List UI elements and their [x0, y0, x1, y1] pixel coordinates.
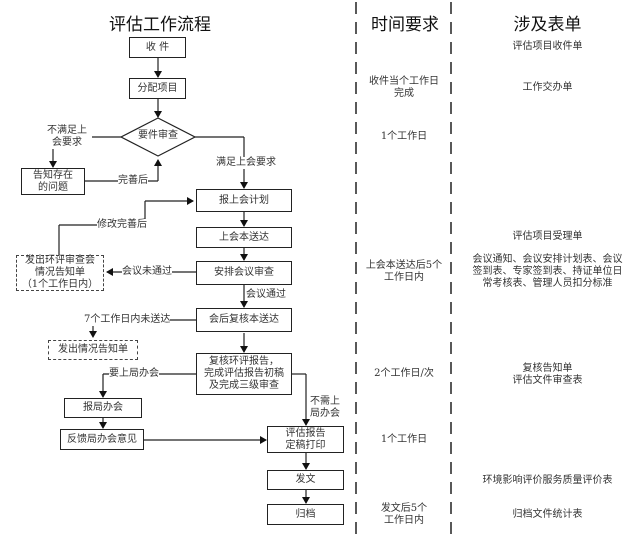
node-report-plan: 报上会计划: [196, 189, 292, 212]
node-arrange-meeting: 安排会议审查: [196, 261, 292, 285]
time-archive: 发文后5个 工作日内: [380, 503, 428, 526]
node-dispatch-label: 发文: [295, 474, 316, 485]
node-dispatch: 发文: [267, 470, 344, 490]
time-receive: 收件当个工作日 完成: [369, 76, 439, 99]
node-review-label: 要件审查: [138, 130, 178, 141]
edge-label-after-revise: 修改完善后: [97, 219, 147, 231]
node-issue-notice: 发出环评审查会 情况告知单 （1个工作日内）: [16, 255, 104, 291]
edge-label-not-delivered: 7个工作日内未送达: [84, 314, 171, 326]
edge-label-meet: 满足上会要求: [216, 157, 276, 169]
node-bureau-meeting-label: 报局办会: [83, 402, 123, 413]
form-archive: 归档文件统计表: [512, 509, 583, 520]
form-assign: 工作交办单: [522, 82, 573, 93]
forms-column-header: 涉及表单: [513, 15, 582, 35]
node-assign: 分配项目: [129, 78, 186, 99]
form-dispatch: 环境影响评价服务质量评价表: [482, 475, 613, 486]
time-meeting: 上会本送达后5个 工作日内: [365, 260, 443, 283]
node-recheck: 复核环评报告， 完成评估报告初稿 及完成三级审查: [196, 353, 292, 395]
time-finalize: 1个工作日: [380, 434, 428, 445]
form-acceptance: 评估项目受理单: [512, 231, 583, 242]
edge-label-after-fix: 完善后: [118, 175, 148, 187]
node-notify-issues: 告知存在 的问题: [21, 168, 85, 195]
edge-label-not-passed: 会议未通过: [122, 266, 172, 278]
node-feedback: 反馈局办会意见: [60, 429, 144, 450]
node-submit-meeting-label: 上会本送达: [219, 231, 269, 243]
node-feedback-label: 反馈局办会意见: [67, 433, 137, 445]
node-situation-notice-label: 发出情况告知单: [58, 344, 128, 355]
time-review: 1个工作日: [380, 131, 428, 142]
time-column-header: 时间要求: [371, 15, 439, 35]
time-recheck: 2个工作日/次: [374, 368, 434, 379]
node-assign-label: 分配项目: [137, 82, 178, 94]
edge-label-not-meet: 不满足上 会要求: [47, 125, 87, 149]
form-meeting: 会议通知、会议安排计划表、会议 签到表、专家签到表、持证单位日 常考核表、管理人…: [472, 254, 623, 289]
edge-label-need-bureau: 要上局办会: [109, 368, 159, 380]
node-issue-notice-label: 发出环评审查会 情况告知单 （1个工作日内）: [21, 255, 99, 290]
node-recheck-label: 复核环评报告， 完成评估报告初稿 及完成三级审查: [204, 356, 284, 391]
node-report-plan-label: 报上会计划: [219, 194, 269, 206]
node-archive: 归档: [267, 504, 344, 525]
node-post-meeting-label: 会后复核本送达: [209, 314, 279, 325]
node-finalize: 评估报告 定稿打印: [267, 426, 344, 453]
node-receive: 收 件: [129, 37, 186, 58]
node-submit-meeting: 上会本送达: [196, 227, 292, 248]
node-receive-label: 收 件: [145, 41, 170, 53]
edge-label-no-bureau: 不需上 局办会: [310, 396, 340, 419]
node-finalize-label: 评估报告 定稿打印: [285, 427, 326, 451]
form-recheck: 复核告知单 评估文件审查表: [512, 363, 583, 386]
form-receive: 评估项目收件单: [512, 41, 583, 52]
review-decision-diamond: [119, 117, 197, 157]
process-column-header: 评估工作流程: [109, 15, 211, 35]
node-archive-label: 归档: [295, 508, 316, 520]
node-arrange-meeting-label: 安排会议审查: [214, 267, 274, 278]
node-bureau-meeting: 报局办会: [64, 398, 142, 418]
node-situation-notice: 发出情况告知单: [48, 340, 138, 360]
edge-label-passed: 会议通过: [246, 289, 286, 301]
node-post-meeting: 会后复核本送达: [196, 308, 292, 332]
node-notify-issues-label: 告知存在 的问题: [33, 169, 73, 193]
